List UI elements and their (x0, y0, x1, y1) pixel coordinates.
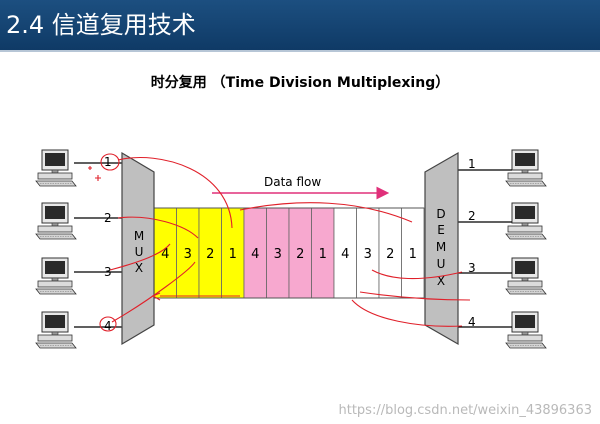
frame-slot-label: 3 (274, 247, 282, 262)
annotation-circle-4 (99, 316, 117, 332)
frame-slot-label: 3 (364, 247, 372, 262)
annotation-stroke (371, 269, 463, 280)
output-label: 3 (468, 261, 476, 275)
demux-block: D E M U X (424, 151, 459, 346)
annotation-stroke (117, 157, 233, 229)
diagram-subtitle: 时分复用 （Time Division Multiplexing） (150, 75, 450, 91)
demux-letter: E (437, 223, 445, 237)
frame-slot-label: 2 (296, 247, 304, 262)
output-label: 1 (468, 157, 476, 171)
output-labels: 1 2 3 4 (468, 157, 476, 329)
annotation-stroke (351, 299, 463, 327)
input-labels: 1 2 3 4 (104, 155, 112, 333)
demux-letter: D (436, 207, 445, 221)
input-label: 3 (104, 265, 112, 279)
annotation-plus (88, 166, 92, 170)
right-computer-3 (505, 257, 547, 295)
input-label: 2 (104, 211, 112, 225)
frame-slot-label: 1 (409, 247, 417, 262)
frame-slot-label: 1 (229, 247, 237, 262)
mux-letter: X (135, 261, 143, 275)
annotation-stroke (239, 202, 413, 223)
header-bar: 2.4 信道复用技术 (0, 0, 600, 50)
slide-title: 2.4 信道复用技术 (6, 11, 196, 39)
frame-slot-label: 4 (251, 247, 259, 262)
mux-block: M U X (121, 151, 155, 346)
output-label: 2 (468, 209, 476, 223)
input-label: 1 (104, 155, 112, 169)
header-divider (0, 50, 600, 52)
csdn-watermark: https://blog.csdn.net/weixin_43896363 (338, 403, 592, 418)
left-computer-3 (35, 257, 77, 295)
annotation-stroke (359, 291, 471, 301)
left-computer-2 (35, 202, 77, 240)
demux-letter: U (437, 257, 446, 271)
annotation-plus (95, 175, 101, 181)
annotation-stroke (109, 243, 171, 271)
frame-slot-label: 2 (386, 247, 394, 262)
frame-slot-label: 4 (341, 247, 349, 262)
right-computer-2 (505, 202, 547, 240)
mux-letter: U (135, 245, 144, 259)
annotation-arrowhead (151, 292, 161, 301)
data-flow-label: Data flow (264, 175, 321, 189)
demux-letter: M (436, 240, 446, 254)
right-computer-4 (505, 311, 547, 349)
frame-slot-label: 4 (161, 247, 169, 262)
annotation-circle-1 (100, 153, 120, 171)
handwritten-annotations (88, 153, 471, 332)
annotation-stroke (117, 216, 199, 239)
input-lines (74, 162, 124, 328)
annotation-stroke (111, 261, 196, 323)
left-computer-4 (35, 311, 77, 349)
mux-letter: M (134, 229, 144, 243)
frame-slot-label: 1 (319, 247, 327, 262)
left-computer-1 (35, 149, 77, 187)
demux-letter: X (437, 274, 445, 288)
input-label: 4 (104, 319, 112, 333)
right-computer-1 (505, 149, 547, 187)
output-lines (458, 169, 512, 328)
frame-slot-label: 3 (184, 247, 192, 262)
output-label: 4 (468, 315, 476, 329)
frame-slot-label: 2 (206, 247, 214, 262)
